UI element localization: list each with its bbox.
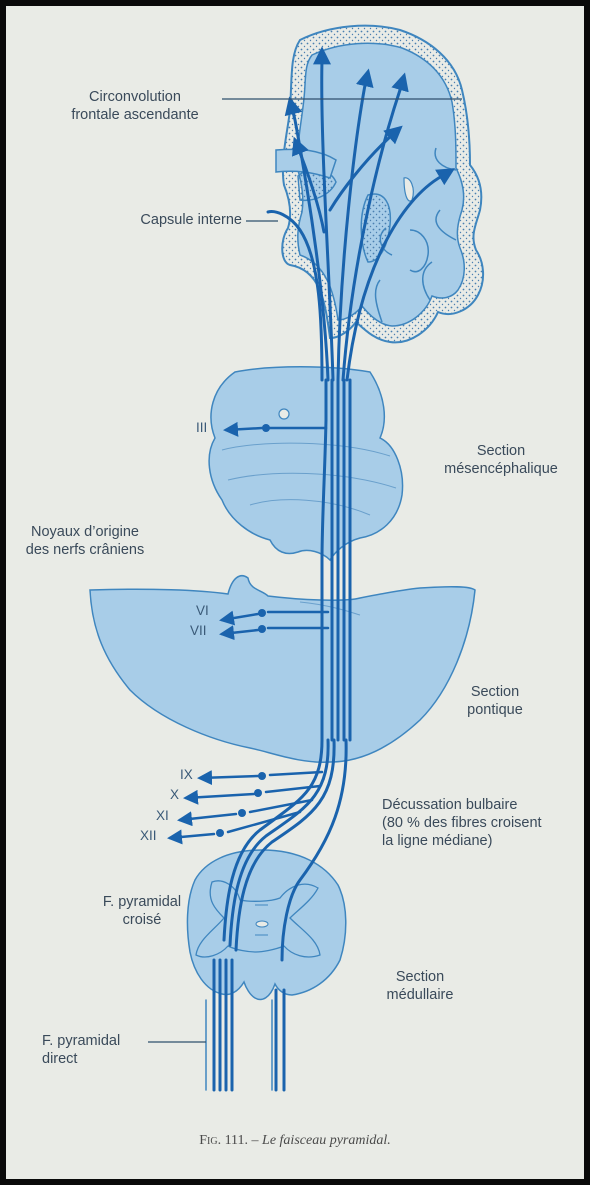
label-noyaux-line2: des nerfs crâniens (10, 541, 160, 559)
central-canal (256, 921, 268, 927)
caption-fig-number: Fig. 111. (199, 1133, 248, 1148)
label-decussation: Décussation bulbaire (80 % des fibres cr… (382, 796, 582, 850)
x-branch (266, 786, 320, 792)
label-section-mes-line1: Section (436, 442, 566, 460)
label-decussation-line3: la ligne médiane) (382, 832, 582, 850)
label-section-med-line2: médullaire (360, 986, 480, 1004)
label-circonvolution-line2: frontale ascendante (40, 106, 230, 124)
aqueduct (279, 409, 289, 419)
xii-arrow (170, 834, 214, 838)
label-noyaux-line1: Noyaux d’origine (10, 523, 160, 541)
caption-title: Le faisceau pyramidal. (262, 1133, 391, 1148)
caption-dash: – (248, 1133, 262, 1148)
label-section-mesencephalique: Section mésencéphalique (436, 442, 566, 478)
ix-arrow (200, 776, 258, 778)
label-fp-direct: F. pyramidal direct (42, 1032, 162, 1068)
label-decussation-line2: (80 % des fibres croisent (382, 814, 582, 832)
label-circonvolution: Circonvolution frontale ascendante (40, 88, 230, 124)
ix-branch (270, 772, 322, 775)
label-circonvolution-line1: Circonvolution (40, 88, 230, 106)
label-fp-croise: F. pyramidal croisé (82, 893, 202, 929)
label-section-pont-line1: Section (440, 683, 550, 701)
label-section-pont-line2: pontique (440, 701, 550, 719)
label-section-med-line1: Section (360, 968, 480, 986)
nerve-label-vii: VII (190, 623, 207, 638)
label-fp-croise-line2: croisé (82, 911, 202, 929)
figure-caption: Fig. 111. – Le faisceau pyramidal. (0, 1133, 590, 1149)
label-section-mes-line2: mésencéphalique (436, 460, 566, 478)
label-fp-direct-line1: F. pyramidal (42, 1032, 162, 1050)
label-section-pontique: Section pontique (440, 683, 550, 719)
midbrain-section (209, 367, 402, 560)
label-capsule-interne: Capsule interne (60, 211, 242, 229)
nerve-label-vi: VI (196, 603, 209, 618)
nerve-label-ix: IX (180, 767, 193, 782)
label-noyaux: Noyaux d’origine des nerfs crâniens (10, 523, 160, 559)
nerve-label-iii: III (196, 420, 207, 435)
label-decussation-line1: Décussation bulbaire (382, 796, 582, 814)
nerve-label-xi: XI (156, 808, 169, 823)
nerve-label-xii: XII (140, 828, 157, 843)
label-fp-direct-line2: direct (42, 1050, 162, 1068)
label-section-medullaire: Section médullaire (360, 968, 480, 1004)
lower-fibre (276, 990, 284, 1090)
label-fp-croise-line1: F. pyramidal (82, 893, 202, 911)
pons-section (90, 576, 475, 763)
x-arrow (186, 794, 254, 798)
nerve-label-x: X (170, 787, 179, 802)
xi-arrow (180, 814, 236, 820)
label-capsule-interne-text: Capsule interne (60, 211, 242, 229)
spinal-cord-section (187, 850, 345, 999)
